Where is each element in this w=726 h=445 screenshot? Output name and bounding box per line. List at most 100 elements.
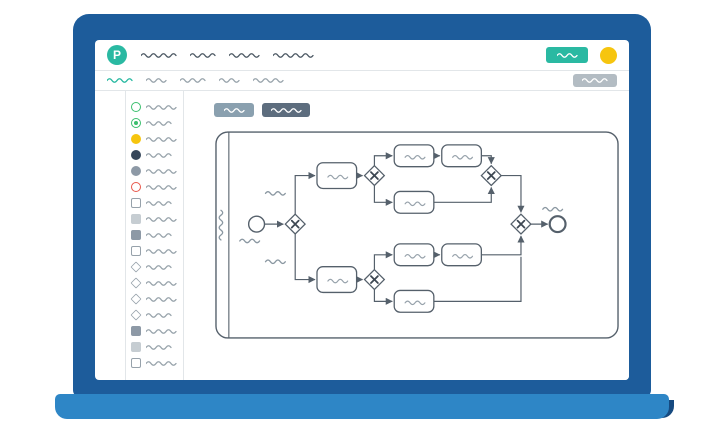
app-header: P	[95, 40, 629, 71]
palette-item-label	[146, 136, 177, 143]
user-avatar[interactable]	[600, 46, 617, 64]
sequence-flow-16[interactable]	[433, 256, 522, 302]
palette-item-task[interactable]	[131, 195, 178, 211]
gateway-join-upper[interactable]	[480, 164, 503, 187]
toolbar-button-placeholder-text	[582, 77, 608, 84]
canvas-button-2[interactable]	[262, 103, 310, 117]
primary-button-placeholder-text	[556, 52, 578, 59]
intermediate-event-icon	[131, 118, 141, 128]
palette-item-label	[146, 184, 177, 191]
task-lower-a2[interactable]	[441, 243, 483, 267]
task-dark-icon	[131, 230, 141, 240]
palette-item-label	[146, 248, 177, 255]
app-logo[interactable]: P	[107, 45, 127, 65]
event-gray-icon	[131, 166, 141, 176]
toolbar-link-1[interactable]	[107, 77, 133, 84]
sequence-flow-10[interactable]	[294, 234, 316, 284]
app-body	[95, 91, 629, 380]
data-object-icon	[131, 326, 141, 336]
sequence-flow-15[interactable]	[373, 289, 393, 305]
gateway-split-upper[interactable]	[363, 164, 386, 187]
sequence-flow-6[interactable]	[481, 155, 495, 165]
task-upper[interactable]	[316, 162, 358, 190]
palette-item-event-gray[interactable]	[131, 163, 178, 179]
event-yellow-icon	[131, 134, 141, 144]
task-shaded-icon	[131, 214, 141, 224]
flow-label-placeholder	[239, 238, 261, 244]
toolbar-link-5[interactable]	[253, 77, 284, 84]
subprocess-icon	[131, 246, 141, 256]
flow-label-placeholder	[264, 259, 286, 265]
sequence-flow-12[interactable]	[373, 251, 393, 270]
palette-item-task-dark[interactable]	[131, 227, 178, 243]
nav-link-3[interactable]	[229, 52, 260, 59]
sequence-flow-4[interactable]	[373, 152, 393, 166]
sequence-flow-2[interactable]	[294, 172, 316, 215]
canvas-button-1-placeholder-text	[223, 107, 245, 114]
secondary-toolbar	[95, 71, 629, 91]
palette-item-event-dark[interactable]	[131, 147, 178, 163]
toolbar-right-button[interactable]	[573, 74, 617, 87]
start-event[interactable]	[247, 215, 266, 233]
palette-item-task-shaded[interactable]	[131, 211, 178, 227]
palette-item-data-store[interactable]	[131, 339, 178, 355]
gateway-event-icon	[130, 309, 142, 321]
palette-item-gateway-event[interactable]	[130, 307, 178, 323]
palette-item-label	[146, 120, 172, 127]
gateway-inclusive-icon	[130, 293, 142, 305]
gateway-split-main[interactable]	[284, 213, 307, 235]
inner-dot	[134, 121, 138, 125]
palette-item-label	[146, 104, 177, 111]
palette-item-gateway-parallel[interactable]	[130, 275, 178, 291]
end-event-icon	[131, 182, 141, 192]
palette-item-label	[146, 168, 177, 175]
bpmn-diagram-svg[interactable]	[214, 130, 620, 340]
sequence-flow-9[interactable]	[501, 174, 525, 213]
canvas-button-1[interactable]	[214, 103, 254, 117]
nav-link-2[interactable]	[190, 52, 216, 59]
sequence-flow-8[interactable]	[433, 186, 495, 203]
task-upper-b[interactable]	[393, 190, 435, 214]
palette-item-label	[146, 312, 172, 319]
palette-item-end-event[interactable]	[131, 179, 178, 195]
palette-item-label	[146, 200, 172, 207]
event-dark-icon	[131, 150, 141, 160]
task-upper-a1[interactable]	[393, 144, 435, 168]
toolbar-link-4[interactable]	[219, 77, 240, 84]
flow-label-placeholder	[542, 206, 564, 212]
palette-item-label	[146, 344, 172, 351]
task-upper-a2[interactable]	[441, 144, 483, 168]
task-lower-b[interactable]	[393, 289, 435, 313]
sequence-flow-7[interactable]	[373, 185, 393, 206]
task-lower[interactable]	[316, 266, 358, 294]
bpmn-diagram[interactable]	[214, 130, 629, 340]
palette-item-label	[146, 152, 172, 159]
gateway-split-lower[interactable]	[363, 268, 386, 291]
lane-label-placeholder	[218, 209, 224, 241]
primary-action-button[interactable]	[546, 47, 588, 63]
palette-item-annotation[interactable]	[131, 355, 178, 371]
palette-item-intermediate-event[interactable]	[131, 115, 178, 131]
gateway-join-main[interactable]	[510, 213, 532, 235]
palette-item-gateway-exclusive[interactable]	[130, 259, 178, 275]
palette-item-event-yellow[interactable]	[131, 131, 178, 147]
task-lower-a1[interactable]	[393, 243, 435, 267]
palette-item-data-object[interactable]	[131, 323, 178, 339]
nav-links	[141, 52, 314, 59]
data-store-icon	[131, 342, 141, 352]
nav-link-4[interactable]	[273, 52, 314, 59]
palette-item-start-event[interactable]	[131, 99, 178, 115]
end-event[interactable]	[548, 215, 567, 234]
sequence-flow-14[interactable]	[481, 235, 525, 256]
diagram-canvas[interactable]	[184, 91, 629, 380]
palette-item-subprocess[interactable]	[131, 243, 178, 259]
app-window: P	[95, 40, 629, 380]
shape-palette	[126, 91, 184, 380]
palette-item-label	[146, 296, 177, 303]
toolbar-links	[107, 77, 284, 84]
palette-item-gateway-inclusive[interactable]	[130, 291, 178, 307]
nav-link-1[interactable]	[141, 52, 177, 59]
gateway-parallel-icon	[130, 277, 142, 289]
toolbar-link-2[interactable]	[146, 77, 167, 84]
toolbar-link-3[interactable]	[180, 77, 206, 84]
